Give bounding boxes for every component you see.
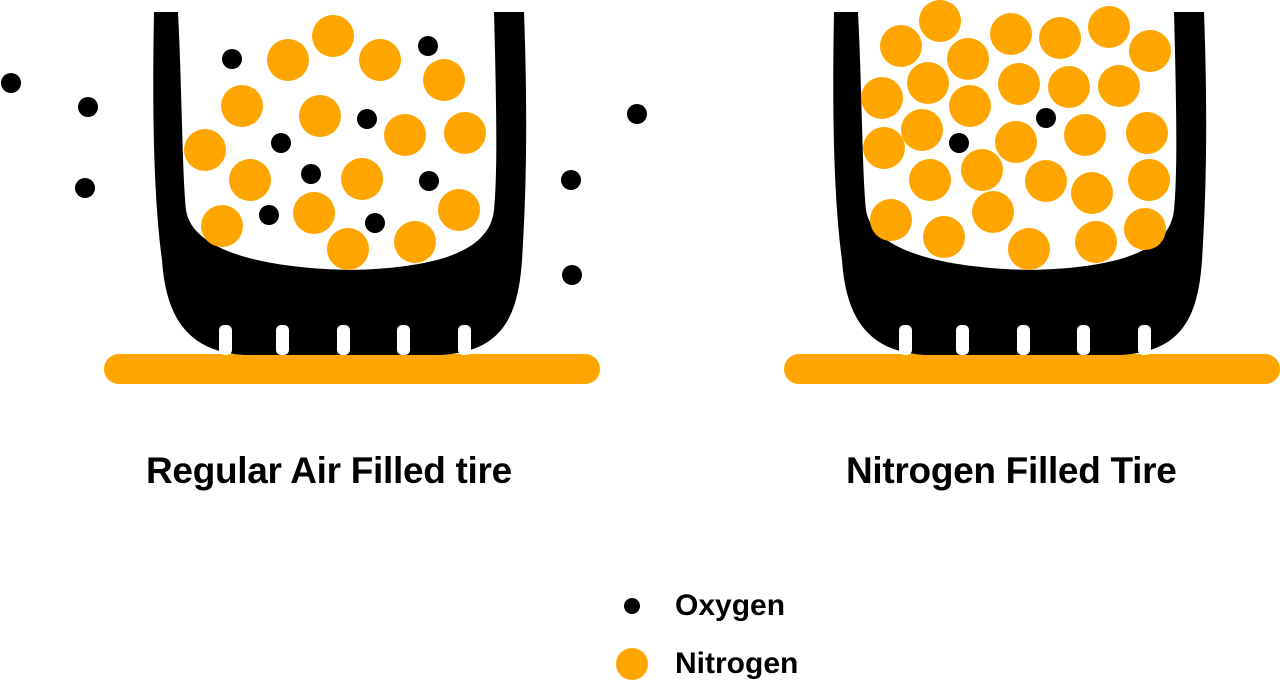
- regular-tread-notch: [276, 325, 289, 355]
- nitrogen-particle: [1008, 228, 1050, 270]
- regular-tire-body: [153, 12, 527, 355]
- nitrogen-particle: [947, 38, 989, 80]
- nitrogen-particle: [923, 216, 965, 258]
- nitrogen-particle: [201, 205, 243, 247]
- nitrogen-particle: [870, 199, 912, 241]
- nitrogen-tread-notch: [956, 325, 969, 355]
- regular-tread-notch: [337, 325, 350, 355]
- escaped-oxygen-particle: [561, 170, 581, 190]
- nitrogen-particle: [990, 13, 1032, 55]
- nitrogen-particle: [907, 62, 949, 104]
- legend-label-nitrogen: Nitrogen: [675, 647, 799, 680]
- oxygen-particle: [259, 205, 279, 225]
- nitrogen-particle: [444, 112, 486, 154]
- nitrogen-particle: [1075, 221, 1117, 263]
- nitrogen-particle: [184, 129, 226, 171]
- nitrogen-particle: [919, 0, 961, 42]
- regular-road-bar: [104, 354, 600, 384]
- nitrogen-particle: [221, 85, 263, 127]
- escaped-oxygen-particle: [75, 178, 95, 198]
- nitrogen-particle: [299, 95, 341, 137]
- nitrogen-tire-caption: Nitrogen Filled Tire: [846, 450, 1177, 491]
- nitrogen-particle: [438, 189, 480, 231]
- escaped-oxygen-particle: [78, 97, 98, 117]
- regular-tread-notch: [397, 325, 410, 355]
- nitrogen-particle: [880, 25, 922, 67]
- legend-label-oxygen: Oxygen: [675, 589, 786, 622]
- nitrogen-particle: [998, 63, 1040, 105]
- nitrogen-particle: [359, 39, 401, 81]
- nitrogen-particle: [1129, 30, 1171, 72]
- nitrogen-particle: [1128, 159, 1170, 201]
- nitrogen-tread-notch: [1077, 325, 1090, 355]
- oxygen-particle: [949, 133, 969, 153]
- nitrogen-particle: [972, 191, 1014, 233]
- nitrogen-particle: [394, 221, 436, 263]
- oxygen-particle: [1036, 108, 1056, 128]
- nitrogen-particle: [1048, 66, 1090, 108]
- nitrogen-dot-icon: [612, 644, 652, 684]
- nitrogen-particle: [995, 121, 1037, 163]
- nitrogen-particle: [1126, 112, 1168, 154]
- nitrogen-particle: [1064, 114, 1106, 156]
- nitrogen-tread-notch: [1017, 325, 1030, 355]
- nitrogen-tread-notch: [899, 325, 912, 355]
- nitrogen-particle: [312, 15, 354, 57]
- nitrogen-particle: [901, 109, 943, 151]
- oxygen-particle: [301, 164, 321, 184]
- nitrogen-particle: [861, 77, 903, 119]
- nitrogen-particle: [1039, 17, 1081, 59]
- nitrogen-particle: [1124, 208, 1166, 250]
- nitrogen-particle: [384, 114, 426, 156]
- nitrogen-particle: [341, 158, 383, 200]
- escaped-oxygen-particle: [627, 104, 647, 124]
- regular-air-tire-caption: Regular Air Filled tire: [146, 450, 512, 491]
- nitrogen-particle: [1088, 6, 1130, 48]
- nitrogen-particle: [267, 39, 309, 81]
- oxygen-dot-icon: [612, 586, 652, 626]
- nitrogen-tire-panel: [784, 0, 1280, 384]
- regular-tread-notch: [458, 325, 471, 355]
- nitrogen-road-bar: [784, 354, 1280, 384]
- nitrogen-particle: [423, 59, 465, 101]
- oxygen-particle: [419, 171, 439, 191]
- nitrogen-particle: [1025, 160, 1067, 202]
- regular-tread-notch: [219, 325, 232, 355]
- nitrogen-particle: [229, 159, 271, 201]
- nitrogen-particle: [949, 85, 991, 127]
- oxygen-particle: [271, 133, 291, 153]
- nitrogen-tread-notch: [1138, 325, 1151, 355]
- escaped-oxygen-particle: [562, 265, 582, 285]
- nitrogen-particle: [1098, 65, 1140, 107]
- legend-item-nitrogen: Nitrogen: [612, 644, 798, 684]
- nitrogen-particle: [909, 159, 951, 201]
- escaped-oxygen-particle: [1, 73, 21, 93]
- nitrogen-particle: [863, 127, 905, 169]
- nitrogen-tire-body: [833, 12, 1207, 355]
- nitrogen-particle: [293, 192, 335, 234]
- oxygen-particle: [222, 49, 242, 69]
- nitrogen-particle: [327, 228, 369, 270]
- regular-air-tire-panel: [1, 12, 647, 384]
- nitrogen-particle: [961, 149, 1003, 191]
- oxygen-particle: [365, 213, 385, 233]
- oxygen-particle: [418, 36, 438, 56]
- nitrogen-particle: [1071, 172, 1113, 214]
- legend-item-oxygen: Oxygen: [612, 586, 785, 626]
- oxygen-particle: [357, 109, 377, 129]
